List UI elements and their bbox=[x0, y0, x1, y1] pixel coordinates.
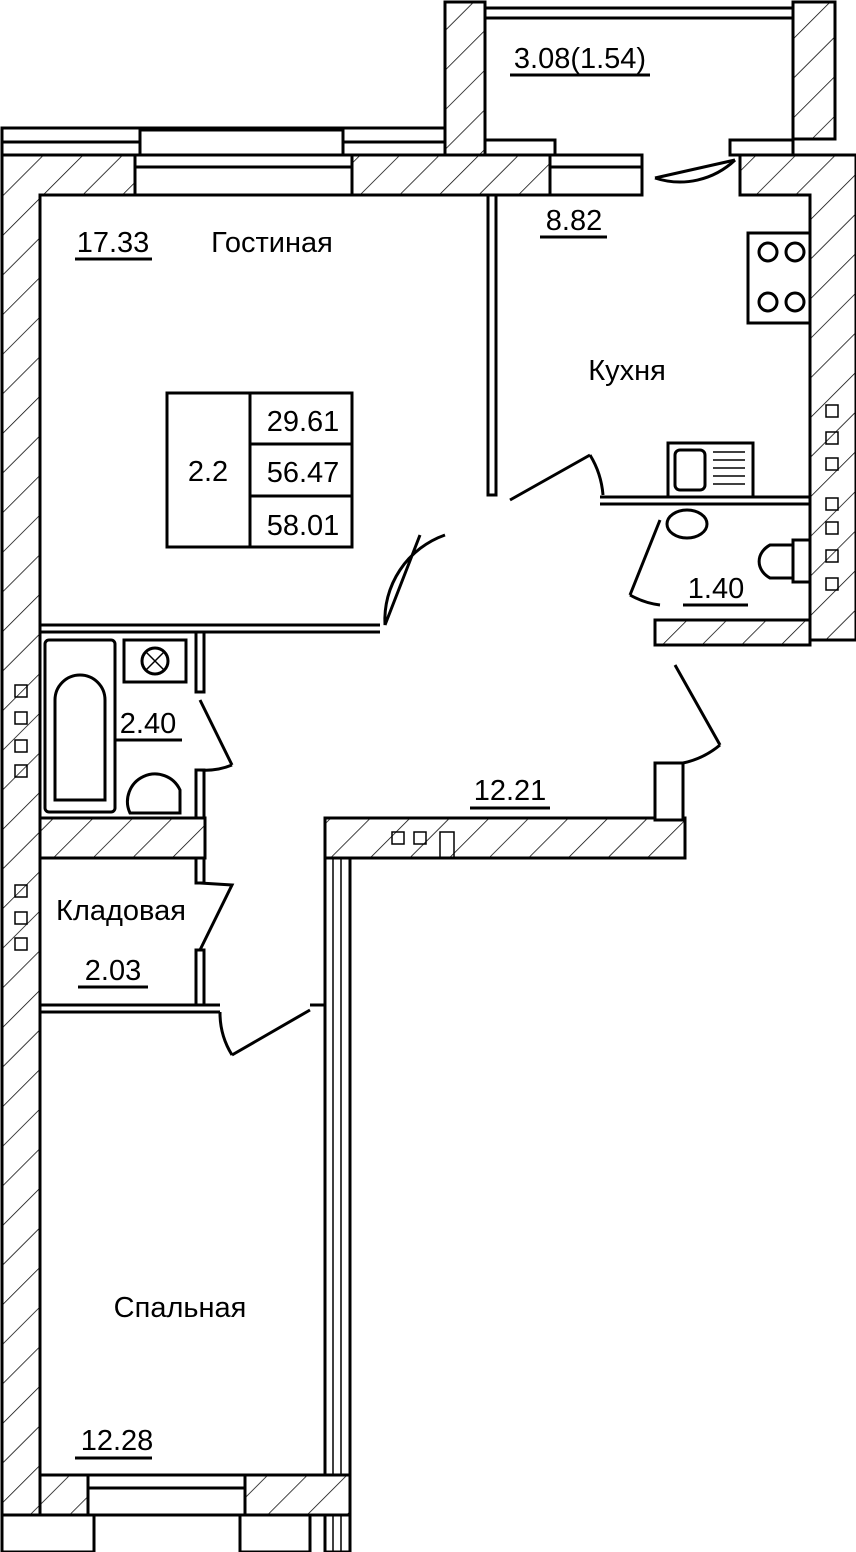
room-labels: 3.08(1.54) 17.33 Гостиная 8.82 Кухня 1.4… bbox=[56, 43, 748, 1460]
kitchen-window bbox=[548, 153, 644, 197]
toilet-icon bbox=[791, 538, 812, 584]
bath-sink-icon bbox=[126, 772, 182, 815]
storage-name: Кладовая bbox=[56, 895, 186, 927]
hall-area: 12.21 bbox=[474, 775, 547, 807]
bathroom-area: 2.40 bbox=[120, 708, 176, 740]
balcony-wall-left bbox=[443, 0, 487, 157]
living-name: Гостиная bbox=[211, 227, 333, 259]
total-area: 56.47 bbox=[267, 457, 340, 489]
living-area: 17.33 bbox=[77, 227, 150, 259]
ventilation-right bbox=[825, 404, 839, 591]
living-area-total: 29.61 bbox=[267, 406, 340, 438]
wc-sink-icon bbox=[665, 508, 709, 540]
hall-wall bbox=[323, 816, 687, 860]
balcony-area: 3.08(1.54) bbox=[514, 43, 646, 75]
bedroom-window bbox=[86, 1473, 247, 1517]
wc-area: 1.40 bbox=[688, 573, 744, 605]
living-window bbox=[133, 153, 354, 197]
balcony-wall-right bbox=[791, 0, 837, 141]
storage-area: 2.03 bbox=[85, 955, 141, 987]
bedroom-name: Спальная bbox=[114, 1292, 247, 1324]
balcony-door-swing bbox=[654, 158, 737, 184]
ventilation-left bbox=[14, 684, 28, 951]
fixtures bbox=[43, 231, 812, 815]
bedroom-area: 12.28 bbox=[81, 1425, 154, 1457]
apartment-type: 2.2 bbox=[188, 456, 228, 488]
balcony-railing bbox=[483, 6, 795, 20]
area-summary-table: 2.2 29.61 56.47 58.01 bbox=[165, 391, 354, 549]
total-area-with-balcony: 58.01 bbox=[267, 510, 340, 542]
top-wall bbox=[0, 126, 856, 1552]
kitchen-name: Кухня bbox=[588, 355, 666, 387]
doors bbox=[198, 453, 722, 1057]
bottom-wall bbox=[0, 1473, 352, 1552]
balcony bbox=[443, 0, 837, 157]
interior-walls bbox=[38, 193, 812, 1552]
bedroom-right-wall bbox=[323, 856, 352, 1552]
kitchen-area: 8.82 bbox=[546, 205, 602, 237]
